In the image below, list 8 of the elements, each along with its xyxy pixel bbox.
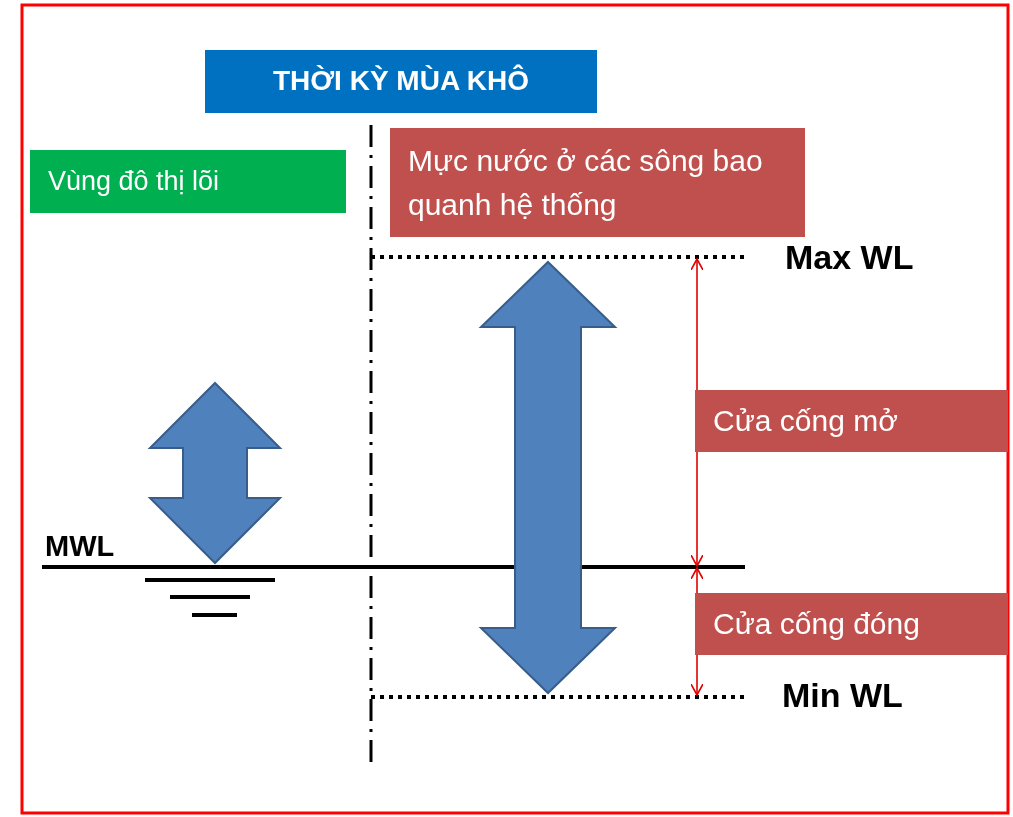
level-label: Min WL: [782, 676, 903, 715]
zone-label-box: Vùng đô thị lõi: [30, 150, 346, 213]
gate-open-box: Cửa cống mở: [695, 390, 1008, 452]
level-label: Max WL: [785, 238, 914, 277]
level-label: MWL: [45, 530, 115, 563]
gate-closed-box: Cửa cống đóng: [695, 593, 1008, 655]
heading-box: THỜI KỲ MÙA KHÔ: [205, 50, 597, 113]
river-level-box: Mực nước ở các sông bao quanh hệ thống: [390, 128, 805, 237]
